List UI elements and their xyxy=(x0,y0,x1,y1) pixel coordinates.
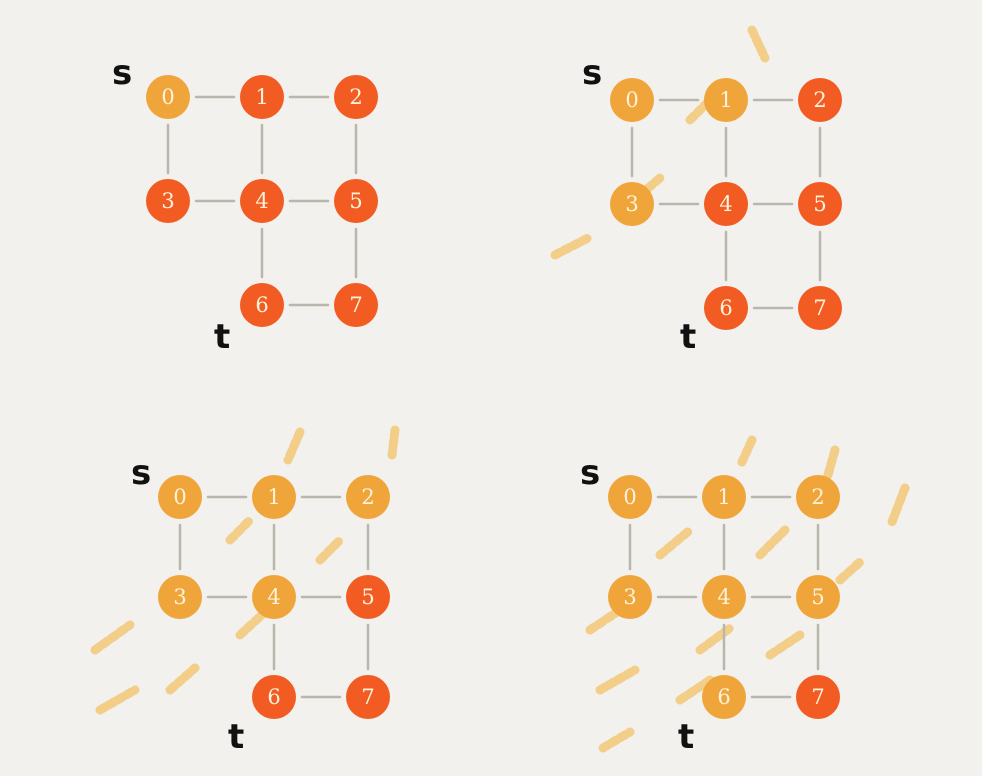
source-label: s xyxy=(582,53,602,93)
trail-stroke xyxy=(585,605,625,635)
node-6-unvisited xyxy=(252,675,296,719)
node-label-2: 2 xyxy=(361,485,374,509)
trail-stroke xyxy=(283,427,305,465)
node-1-visited xyxy=(252,475,296,519)
node-label-7: 7 xyxy=(361,685,374,709)
node-3-unvisited xyxy=(146,179,190,223)
panel-step-2: 0 1 2 3 4 5 6 7 s t xyxy=(550,25,842,357)
trail-stroke xyxy=(675,675,715,705)
node-label-3: 3 xyxy=(161,189,174,213)
node-label-4: 4 xyxy=(255,189,268,213)
trail-stroke xyxy=(387,425,400,460)
node-1-visited xyxy=(702,475,746,519)
node-6-unvisited xyxy=(240,283,284,327)
node-4-visited xyxy=(702,575,746,619)
node-3-visited xyxy=(608,575,652,619)
target-label: t xyxy=(680,317,696,357)
node-label-3: 3 xyxy=(625,192,638,216)
node-6-visited xyxy=(702,675,746,719)
node-1-unvisited xyxy=(240,75,284,119)
node-5-unvisited xyxy=(798,182,842,226)
node-label-1: 1 xyxy=(255,85,268,109)
trail-stroke xyxy=(655,525,695,560)
node-4-visited xyxy=(252,575,296,619)
node-2-visited xyxy=(346,475,390,519)
trail-stroke xyxy=(165,663,200,695)
node-4-unvisited xyxy=(704,182,748,226)
node-label-5: 5 xyxy=(361,585,374,609)
source-label: s xyxy=(112,53,132,93)
node-label-0: 0 xyxy=(173,485,186,509)
node-0-visited xyxy=(158,475,202,519)
node-label-1: 1 xyxy=(267,485,280,509)
node-label-7: 7 xyxy=(813,296,826,320)
trail-stroke xyxy=(765,630,805,660)
node-2-visited xyxy=(796,475,840,519)
trail-stroke xyxy=(235,607,270,640)
trail-stroke xyxy=(95,685,140,715)
panel-step-3: 0 1 2 3 4 5 6 7 s t xyxy=(90,425,400,757)
node-label-6: 6 xyxy=(717,685,730,709)
trail-stroke xyxy=(755,525,790,560)
trail-stroke xyxy=(550,233,593,260)
target-label: t xyxy=(228,717,244,757)
trail-stroke xyxy=(598,727,635,753)
node-label-0: 0 xyxy=(623,485,636,509)
trail-stroke xyxy=(887,483,910,527)
node-label-5: 5 xyxy=(349,189,362,213)
trail-stroke xyxy=(823,445,840,480)
node-label-0: 0 xyxy=(625,88,638,112)
trail-stroke xyxy=(695,623,735,655)
node-7-unvisited xyxy=(798,286,842,330)
node-label-4: 4 xyxy=(719,192,732,216)
node-7-unvisited xyxy=(334,283,378,327)
node-3-visited xyxy=(158,575,202,619)
node-3-visited xyxy=(610,182,654,226)
node-2-unvisited xyxy=(798,78,842,122)
trail-stroke xyxy=(747,25,770,63)
node-5-visited xyxy=(796,575,840,619)
panel-step-4: 0 1 2 3 4 5 6 7 s t xyxy=(580,435,910,757)
source-label: s xyxy=(580,453,600,493)
node-label-7: 7 xyxy=(349,293,362,317)
trail-stroke xyxy=(835,557,865,585)
node-7-unvisited xyxy=(796,675,840,719)
node-label-5: 5 xyxy=(811,585,824,609)
node-0-visited xyxy=(608,475,652,519)
node-4-unvisited xyxy=(240,179,284,223)
node-label-6: 6 xyxy=(719,296,732,320)
node-label-5: 5 xyxy=(813,192,826,216)
node-1-visited xyxy=(704,78,748,122)
node-label-2: 2 xyxy=(349,85,362,109)
node-0-visited xyxy=(146,75,190,119)
node-2-unvisited xyxy=(334,75,378,119)
source-label: s xyxy=(131,453,151,493)
node-6-unvisited xyxy=(704,286,748,330)
node-5-unvisited xyxy=(334,179,378,223)
node-label-2: 2 xyxy=(813,88,826,112)
node-label-0: 0 xyxy=(161,85,174,109)
node-label-6: 6 xyxy=(255,293,268,317)
trail-stroke xyxy=(737,435,757,467)
trail-stroke xyxy=(225,515,255,545)
node-label-2: 2 xyxy=(811,485,824,509)
node-label-3: 3 xyxy=(623,585,636,609)
node-label-4: 4 xyxy=(267,585,280,609)
node-7-unvisited xyxy=(346,675,390,719)
node-label-4: 4 xyxy=(717,585,730,609)
target-label: t xyxy=(678,717,694,757)
trail-stroke xyxy=(315,535,345,565)
node-label-1: 1 xyxy=(717,485,730,509)
node-label-7: 7 xyxy=(811,685,824,709)
node-label-6: 6 xyxy=(267,685,280,709)
target-label: t xyxy=(214,317,230,357)
trail-stroke xyxy=(595,665,640,695)
node-label-3: 3 xyxy=(173,585,186,609)
panel-step-1: 0 1 2 3 4 5 6 7 s t xyxy=(112,53,378,357)
node-0-visited xyxy=(610,78,654,122)
node-5-unvisited xyxy=(346,575,390,619)
node-label-1: 1 xyxy=(719,88,732,112)
trail-stroke xyxy=(90,620,135,655)
